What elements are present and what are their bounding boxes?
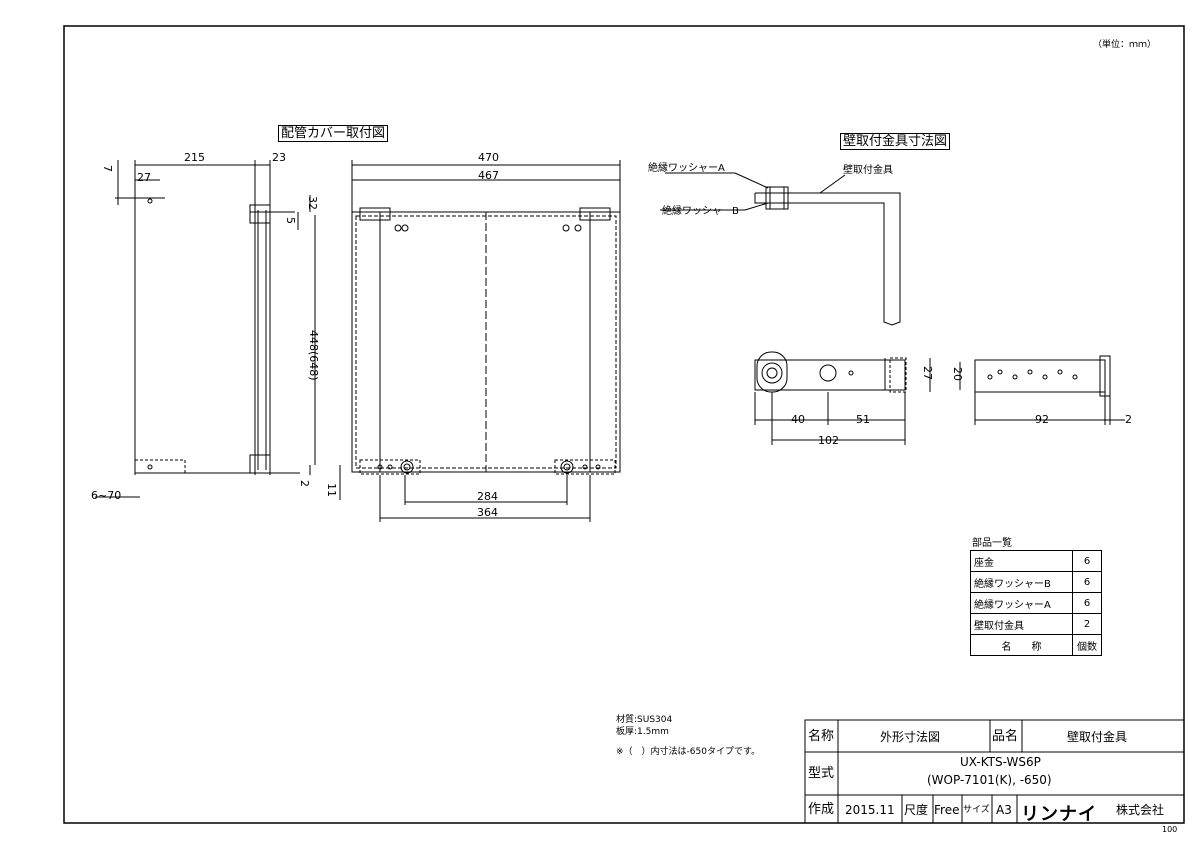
tb-model-label: 型式 (808, 766, 835, 781)
dim-364: 364 (477, 506, 498, 519)
dim-11: 11 (325, 483, 338, 497)
tb-company-suffix: 株式会社 (1116, 803, 1165, 817)
dim-284: 284 (477, 490, 498, 503)
header-qty: 個数 (1072, 634, 1102, 656)
tb-made-value: 2015.11 (845, 803, 895, 817)
sheet-frame (63, 25, 1185, 824)
tb-product-label: 品名 (992, 729, 1019, 744)
table-header-row: 名 称 個数 (970, 634, 1102, 656)
dim-448: 448(648) (307, 330, 320, 381)
cover-side-view (95, 160, 341, 500)
callout-bracket: 壁取付金具 (843, 165, 893, 176)
dim-5: 5 (284, 217, 297, 224)
dim-92: 92 (1035, 413, 1049, 426)
dim-215: 215 (184, 151, 205, 164)
dim-27: 27 (137, 171, 151, 184)
dim-7: 7 (101, 165, 114, 172)
tb-model-line1: UX-KTS-WS6P (960, 755, 1041, 769)
bracket-view-title: 壁取付金具寸法図 (840, 133, 951, 150)
table-row: 座金 6 (970, 550, 1102, 572)
parts-list-table: 座金 6 絶縁ワッシャーB 6 絶縁ワッシャーA 6 壁取付金具 2 名 称 個… (970, 550, 1102, 656)
tb-size-value: A3 (996, 803, 1012, 817)
callout-washer-b: 絶縁ワッシャーB (662, 206, 739, 217)
tb-name-value: 外形寸法図 (880, 730, 941, 744)
cover-view-title: 配管カバー取付図 (278, 125, 389, 142)
tb-scale-value: Free (934, 803, 960, 817)
dim-2-bracket: 2 (1125, 413, 1132, 426)
corner-number: 100 (1162, 825, 1178, 834)
parts-list-title: 部品一覧 (972, 538, 1012, 549)
tb-name-label: 名称 (808, 729, 835, 744)
dim-40: 40 (791, 413, 805, 426)
dim-27-bracket: 27 (921, 366, 934, 380)
dim-51: 51 (856, 413, 870, 426)
unit-note: （単位：ｍｍ） (1093, 40, 1157, 50)
company-logo: リンナイ (1021, 804, 1097, 825)
table-row: 絶縁ワッシャーA 6 (970, 592, 1102, 614)
tb-model-line2: (WOP-7101(K), -650) (927, 773, 1052, 787)
cover-front-view (351, 160, 621, 522)
header-name: 名 称 (970, 634, 1073, 656)
note-footnote: ※（ ）内寸法は-650タイプです。 (616, 747, 761, 757)
title-block (804, 719, 1185, 824)
note-thickness: 板厚:1.5mm (616, 727, 669, 737)
part-name: 絶縁ワッシャーB (970, 571, 1073, 593)
part-qty: 6 (1072, 592, 1102, 614)
part-qty: 6 (1072, 571, 1102, 593)
dim-20: 20 (951, 367, 964, 381)
tb-made-label: 作成 (808, 802, 835, 817)
callout-washer-a: 絶縁ワッシャーA (648, 163, 725, 174)
dim-470: 470 (478, 151, 499, 164)
dim-2-side: 2 (298, 480, 311, 487)
dim-467: 467 (478, 169, 499, 182)
tb-size-label: サイズ (963, 805, 990, 815)
bracket-side-view (660, 172, 901, 326)
bracket-top-view (754, 351, 931, 445)
table-row: 絶縁ワッシャーB 6 (970, 571, 1102, 593)
dim-23: 23 (272, 151, 286, 164)
part-name: 絶縁ワッシャーA (970, 592, 1073, 614)
note-material: 材質:SUS304 (616, 715, 673, 725)
dim-102: 102 (818, 434, 839, 447)
bracket-flat-view (959, 355, 1125, 425)
tb-product-value: 壁取付金具 (1067, 730, 1128, 744)
dim-6-70: 6~70 (91, 489, 122, 502)
table-row: 壁取付金具 2 (970, 613, 1102, 635)
part-qty: 6 (1072, 550, 1102, 572)
part-qty: 2 (1072, 613, 1102, 635)
dim-32: 32 (306, 196, 319, 210)
part-name: 座金 (970, 550, 1073, 572)
tb-scale-label: 尺度 (904, 803, 929, 817)
part-name: 壁取付金具 (970, 613, 1073, 635)
